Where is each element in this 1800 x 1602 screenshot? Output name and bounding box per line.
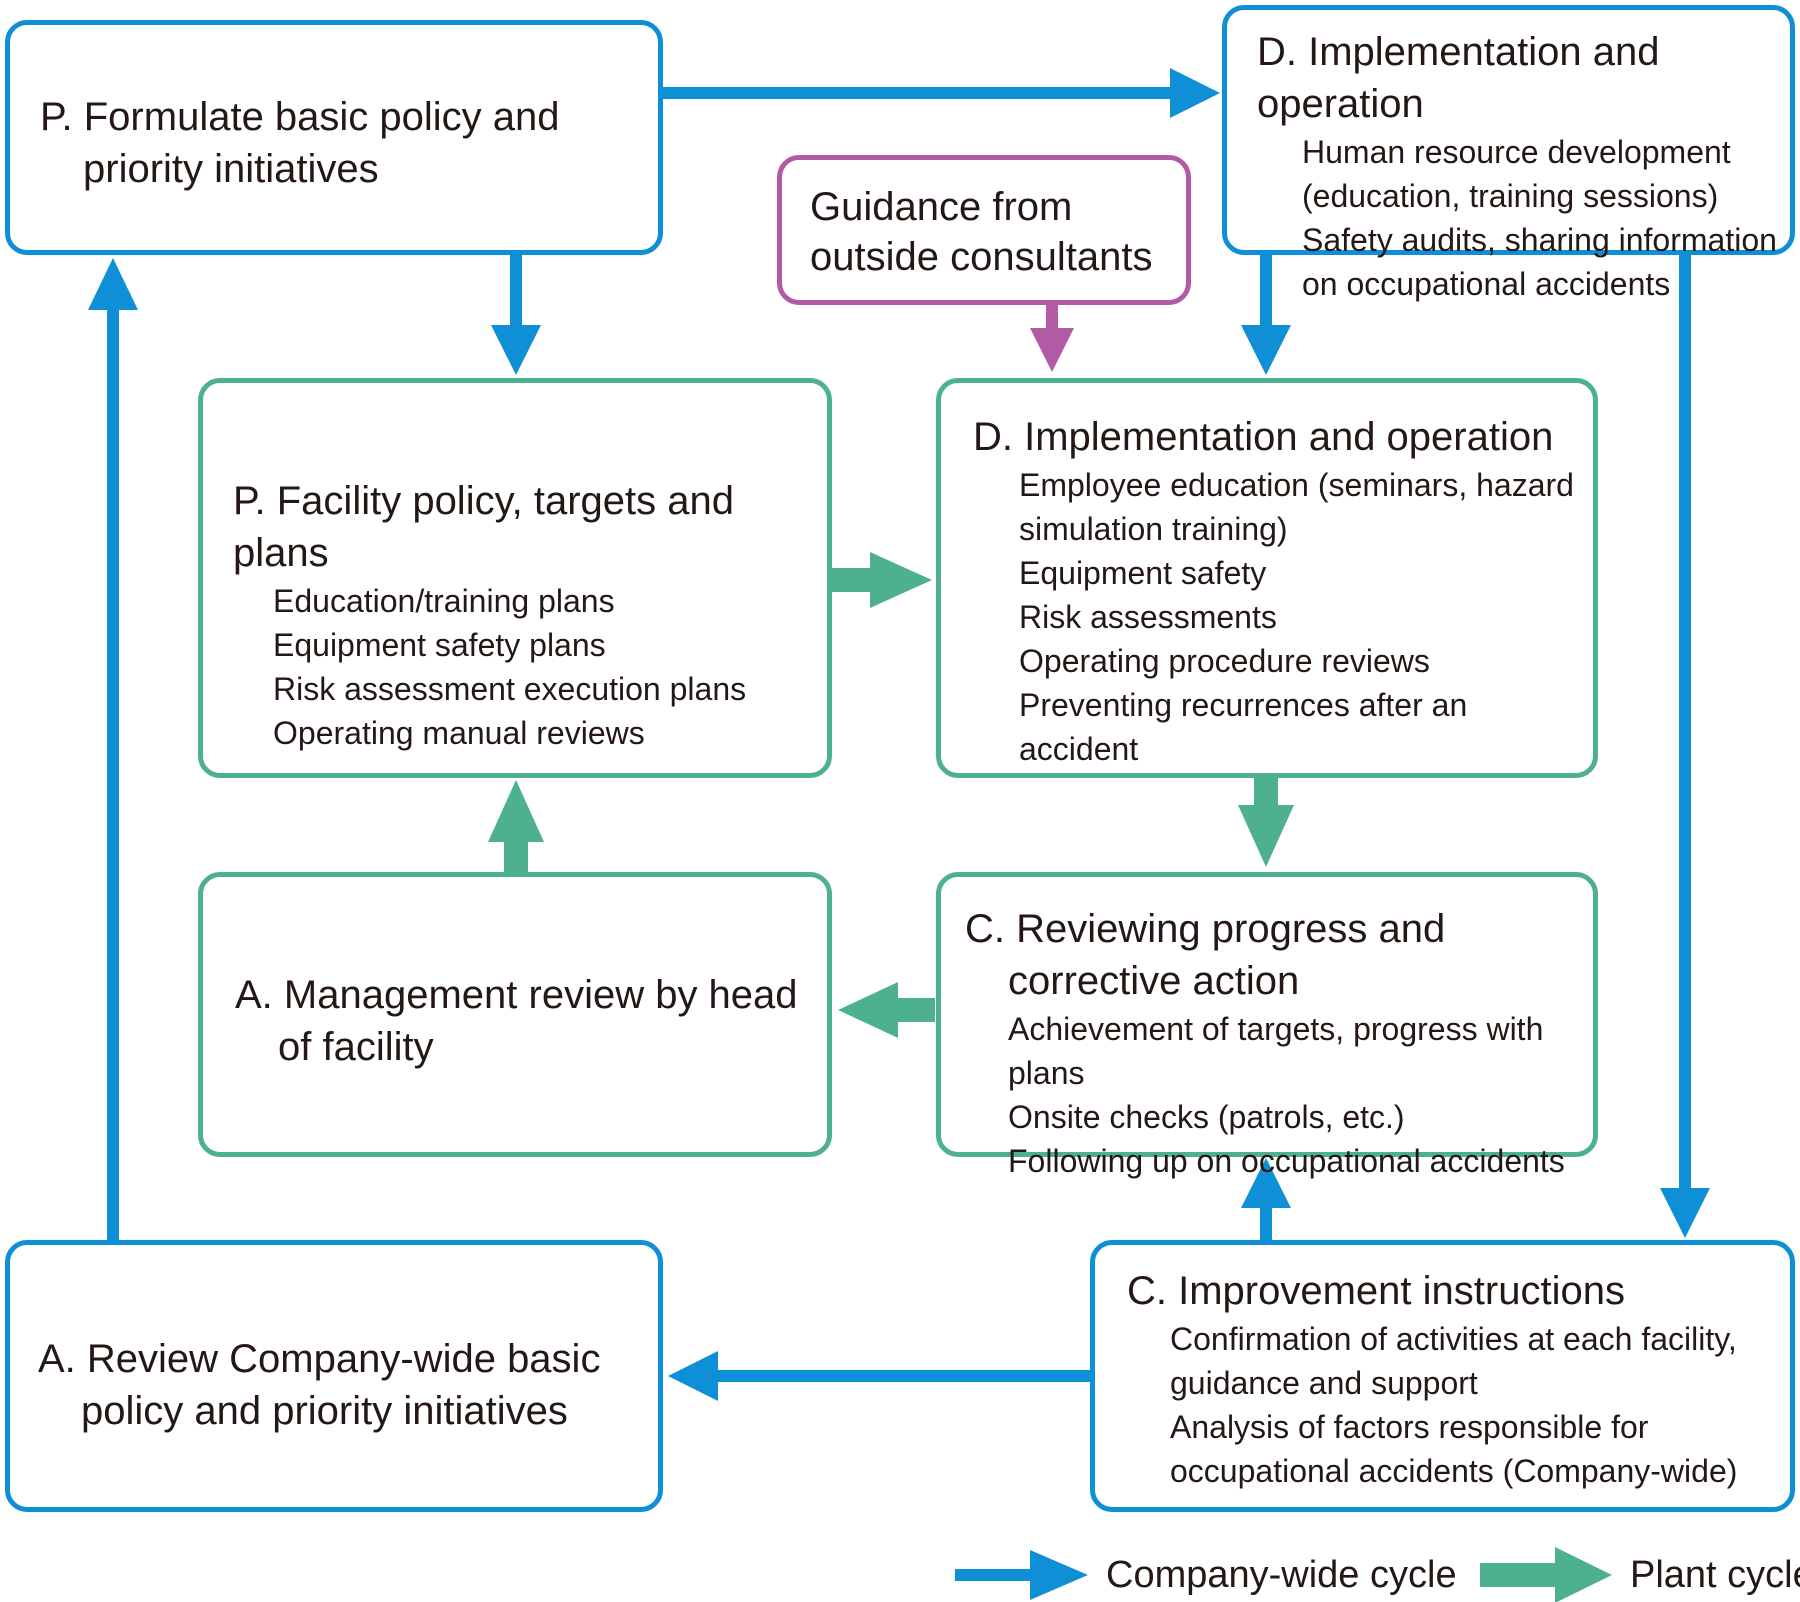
company-plan-title: P. Formulate basic policy and priority i… bbox=[40, 95, 560, 191]
arrow-company-plan-to-plant-plan bbox=[491, 255, 541, 375]
arrow-plant-act-to-plan bbox=[488, 780, 544, 876]
company-check-items: Confirmation of activities at each facil… bbox=[1127, 1317, 1780, 1493]
arrow-consultants-to-plant-do bbox=[1030, 302, 1074, 372]
plant-plan-item: Risk assessment execution plans bbox=[273, 671, 747, 707]
plant-plan-box: P. Facility policy, targets and plans Ed… bbox=[198, 378, 832, 778]
legend-plant-arrow bbox=[1480, 1547, 1612, 1602]
plant-plan-title: P. Facility policy, targets and plans bbox=[233, 479, 734, 575]
company-plan-box: P. Formulate basic policy and priority i… bbox=[5, 20, 663, 255]
plant-check-items: Achievement of targets, progress with pl… bbox=[965, 1007, 1583, 1183]
plant-plan-item: Equipment safety plans bbox=[273, 627, 606, 663]
company-do-item: Safety audits, sharing information on oc… bbox=[1302, 222, 1777, 302]
plant-plan-items: Education/training plans Equipment safet… bbox=[233, 579, 817, 755]
arrow-company-plan-to-do bbox=[660, 68, 1220, 118]
plant-do-items: Employee education (seminars, hazard sim… bbox=[973, 463, 1583, 771]
plant-check-title: C. Reviewing progress and corrective act… bbox=[965, 907, 1446, 1003]
company-do-item: Human resource development (education, t… bbox=[1302, 134, 1731, 214]
company-do-items: Human resource development (education, t… bbox=[1257, 130, 1780, 306]
plant-do-box: D. Implementation and operation Employee… bbox=[936, 378, 1598, 778]
company-do-title: D. Implementation and operation bbox=[1257, 30, 1660, 126]
plant-do-title: D. Implementation and operation bbox=[973, 415, 1554, 459]
plant-check-item: Onsite checks (patrols, etc.) bbox=[1008, 1099, 1405, 1135]
plant-act-title: A. Management review by head of facility bbox=[235, 973, 798, 1069]
consultants-box: Guidance from outside consultants bbox=[777, 155, 1191, 305]
plant-do-item: Employee education (seminars, hazard sim… bbox=[1019, 467, 1574, 547]
company-do-box: D. Implementation and operation Human re… bbox=[1222, 5, 1795, 302]
plant-act-box: A. Management review by head of facility bbox=[198, 872, 832, 1157]
arrow-plant-plan-to-do bbox=[832, 552, 932, 608]
legend-company-label: Company-wide cycle bbox=[1106, 1554, 1457, 1596]
plant-check-box: C. Reviewing progress and corrective act… bbox=[936, 872, 1598, 1179]
company-act-box: A. Review Company-wide basic policy and … bbox=[5, 1240, 663, 1512]
arrow-plant-check-to-act bbox=[838, 982, 935, 1038]
plant-check-item: Following up on occupational accidents bbox=[1008, 1143, 1565, 1179]
plant-plan-item: Operating manual reviews bbox=[273, 715, 645, 751]
plant-do-item: Equipment safety bbox=[1019, 555, 1267, 591]
consultants-title: Guidance from outside consultants bbox=[810, 185, 1153, 279]
arrow-company-do-to-plant-do bbox=[1241, 255, 1291, 375]
company-check-item: Confirmation of activities at each facil… bbox=[1170, 1321, 1737, 1401]
company-check-box: C. Improvement instructions Confirmation… bbox=[1090, 1240, 1795, 1512]
plant-check-item: Achievement of targets, progress with pl… bbox=[1008, 1011, 1544, 1091]
plant-do-item: Operating procedure reviews bbox=[1019, 643, 1430, 679]
plant-do-item: Risk assessments bbox=[1019, 599, 1277, 635]
arrow-company-act-to-plan bbox=[88, 258, 138, 1245]
plant-plan-item: Education/training plans bbox=[273, 583, 615, 619]
company-check-item: Analysis of factors responsible for occu… bbox=[1170, 1409, 1738, 1489]
company-act-title: A. Review Company-wide basic policy and … bbox=[38, 1337, 601, 1433]
arrow-company-do-to-check bbox=[1660, 255, 1710, 1238]
arrow-plant-do-to-check bbox=[1238, 775, 1294, 867]
plant-do-item: Preventing recurrences after an accident bbox=[1019, 687, 1468, 767]
arrow-company-check-to-plant-check bbox=[1241, 1158, 1291, 1245]
legend-company-arrow bbox=[955, 1550, 1088, 1600]
arrow-company-check-to-act bbox=[668, 1351, 1090, 1401]
company-check-title: C. Improvement instructions bbox=[1127, 1269, 1625, 1313]
legend-plant-label: Plant cycle bbox=[1630, 1554, 1800, 1596]
